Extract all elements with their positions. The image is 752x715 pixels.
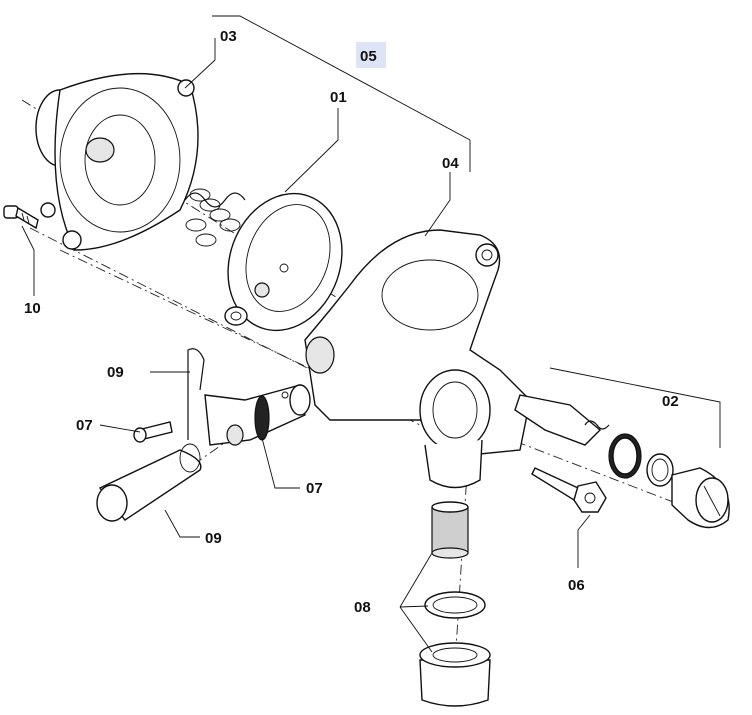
- label-05-highlight: [356, 42, 386, 68]
- part-labels: 05 03 01 04 10 02 09 07 07 09 06 08: [24, 28, 679, 616]
- label-07-left: 07: [76, 417, 93, 434]
- part-04-pump-body: [304, 229, 531, 489]
- label-05: 05: [360, 48, 377, 65]
- part-02-plug-assembly: [514, 394, 730, 529]
- label-03: 03: [220, 28, 237, 45]
- part-07-shaft: [204, 384, 311, 446]
- part-06-valve-pin: [531, 467, 607, 513]
- label-09-top: 09: [107, 364, 124, 381]
- label-07-bottom: 07: [306, 480, 323, 497]
- part-10-screw: [3, 205, 39, 230]
- label-10: 10: [24, 300, 41, 317]
- part-08-plug: [419, 642, 491, 707]
- part-09-clip: [187, 348, 205, 440]
- label-09-bottom: 09: [205, 530, 222, 547]
- label-06: 06: [568, 577, 585, 594]
- part-09-sleeve: [96, 443, 202, 522]
- spring: [184, 188, 246, 247]
- part-08-filter: [431, 501, 469, 559]
- label-04: 04: [442, 155, 459, 172]
- part-01-diaphragm: [224, 192, 343, 332]
- label-01: 01: [330, 89, 347, 106]
- label-08: 08: [354, 599, 371, 616]
- leader-lines: [21, 38, 591, 653]
- part-08-ring: [424, 591, 486, 619]
- group-brackets: [212, 15, 721, 448]
- label-02: 02: [662, 393, 679, 410]
- part-03-cover: [35, 73, 199, 251]
